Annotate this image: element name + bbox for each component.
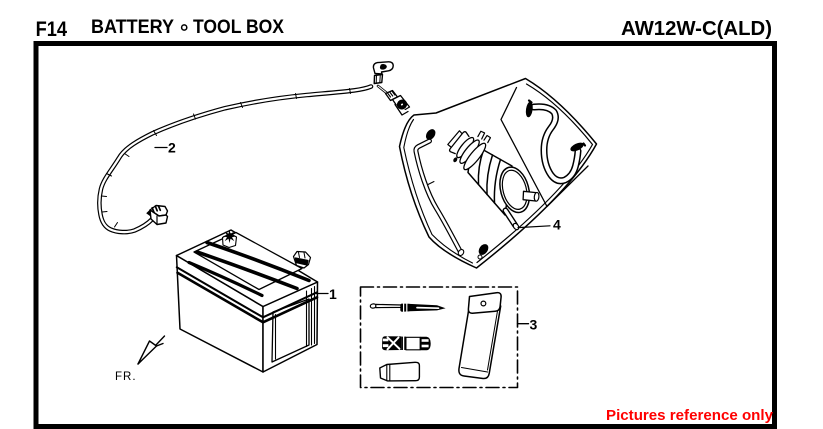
- svg-text:2: 2: [168, 140, 176, 156]
- svg-text:TOOL BOX: TOOL BOX: [193, 16, 284, 38]
- svg-text:Pictures reference only: Pictures reference only: [606, 407, 774, 424]
- svg-text:FR.: FR.: [115, 371, 137, 383]
- svg-text:F14: F14: [36, 17, 68, 41]
- svg-text:4: 4: [553, 217, 561, 233]
- svg-text:BATTERY: BATTERY: [91, 16, 174, 38]
- svg-text:AW12W-C(ALD): AW12W-C(ALD): [621, 18, 772, 40]
- svg-text:1: 1: [329, 286, 337, 302]
- svg-text:3: 3: [530, 317, 538, 333]
